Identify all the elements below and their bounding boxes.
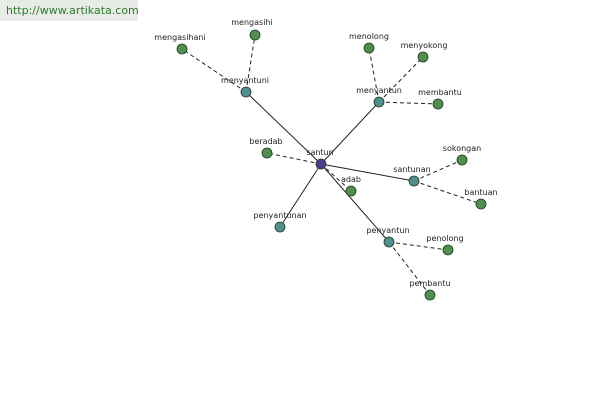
node-menyantuni[interactable] — [240, 86, 252, 98]
label-menyokong[interactable]: menyokong — [401, 41, 448, 50]
label-pembantu[interactable]: pembantu — [409, 279, 450, 288]
node-adab[interactable] — [345, 185, 357, 197]
label-penyantun[interactable]: penyantun — [366, 226, 409, 235]
node-penyantun[interactable] — [383, 236, 395, 248]
node-mengasihi[interactable] — [249, 29, 261, 41]
edge-santun-santunan — [320, 163, 415, 182]
node-pembantu[interactable] — [424, 289, 436, 301]
graph-nodes — [176, 29, 487, 301]
edge-santun-penyantunan — [279, 163, 322, 228]
node-menolong[interactable] — [363, 42, 375, 54]
label-bantuan[interactable]: bantuan — [464, 188, 497, 197]
label-menyantun[interactable]: menyantun — [356, 86, 402, 95]
edge-menyantun-membantu — [378, 101, 439, 105]
node-sokongan[interactable] — [456, 154, 468, 166]
label-santun[interactable]: santun — [306, 148, 333, 157]
edge-santun-menyantun — [320, 101, 380, 165]
label-santunan[interactable]: santunan — [393, 165, 430, 174]
edge-santun-penyantun — [320, 163, 390, 243]
label-mengasihani[interactable]: mengasihani — [154, 33, 205, 42]
edge-menyantun-menolong — [368, 47, 380, 103]
label-adab[interactable]: adab — [341, 175, 361, 184]
node-menyantun[interactable] — [373, 96, 385, 108]
edge-santun-menyantuni — [245, 91, 322, 165]
edge-santunan-sokongan — [413, 159, 463, 182]
node-penolong[interactable] — [442, 244, 454, 256]
graph-edges — [181, 34, 482, 296]
node-santunan[interactable] — [408, 175, 420, 187]
edge-menyantun-menyokong — [378, 56, 424, 103]
node-membantu[interactable] — [432, 98, 444, 110]
label-sokongan[interactable]: sokongan — [443, 144, 481, 153]
node-bantuan[interactable] — [475, 198, 487, 210]
label-membantu[interactable]: membantu — [418, 88, 462, 97]
node-mengasihani[interactable] — [176, 43, 188, 55]
label-menyantuni[interactable]: menyantuni — [221, 76, 269, 85]
edge-penyantun-penolong — [388, 241, 449, 251]
node-santun[interactable] — [315, 158, 327, 170]
edge-menyantuni-mengasihani — [181, 48, 247, 93]
graph-labels: santun menyantuni menyantun santunan penyant… — [154, 18, 497, 288]
source-url-banner[interactable]: http://www.artikata.com — [0, 0, 139, 21]
node-menyokong[interactable] — [417, 51, 429, 63]
label-penolong[interactable]: penolong — [426, 234, 463, 243]
edge-menyantuni-mengasihi — [245, 34, 256, 93]
node-beradab[interactable] — [261, 147, 273, 159]
label-beradab[interactable]: beradab — [249, 137, 282, 146]
label-menolong[interactable]: menolong — [349, 32, 389, 41]
label-penyantunan[interactable]: penyantunan — [253, 211, 306, 220]
edge-santun-beradab — [266, 152, 322, 165]
edge-santunan-bantuan — [413, 180, 482, 205]
label-mengasihi[interactable]: mengasihi — [231, 18, 272, 27]
node-penyantunan[interactable] — [274, 221, 286, 233]
